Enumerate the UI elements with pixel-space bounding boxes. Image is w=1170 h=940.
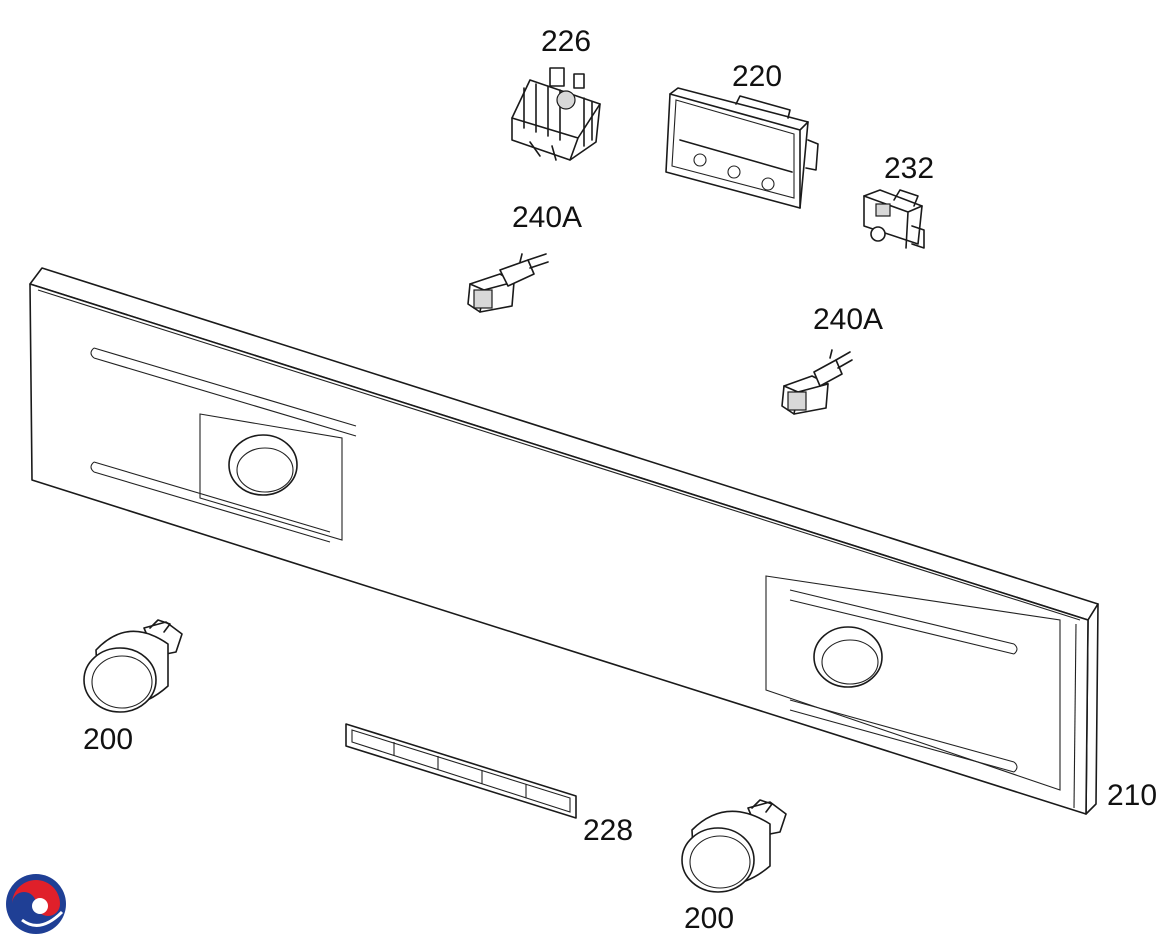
bracket-232	[863, 189, 925, 249]
label-210: 210	[1107, 779, 1158, 812]
label-226: 226	[541, 25, 592, 58]
label-228: 228	[583, 814, 634, 847]
terminal-block-226	[511, 67, 601, 161]
brand-swirl-logo	[6, 874, 66, 934]
label-200-left: 200	[83, 723, 134, 756]
membrane-strip-228	[345, 723, 577, 819]
label-232: 232	[884, 152, 935, 185]
control-panel-210	[29, 267, 1099, 815]
label-200-bottom: 200	[684, 902, 735, 935]
connector-240a-right	[781, 349, 853, 415]
label-240a-right: 240A	[813, 303, 884, 336]
knob-200-bottom	[681, 799, 787, 893]
knob-200-left	[83, 619, 183, 713]
label-240a-top: 240A	[512, 201, 583, 234]
connector-240a-top	[467, 253, 549, 313]
label-220: 220	[732, 60, 783, 93]
display-housing-220	[665, 87, 819, 209]
